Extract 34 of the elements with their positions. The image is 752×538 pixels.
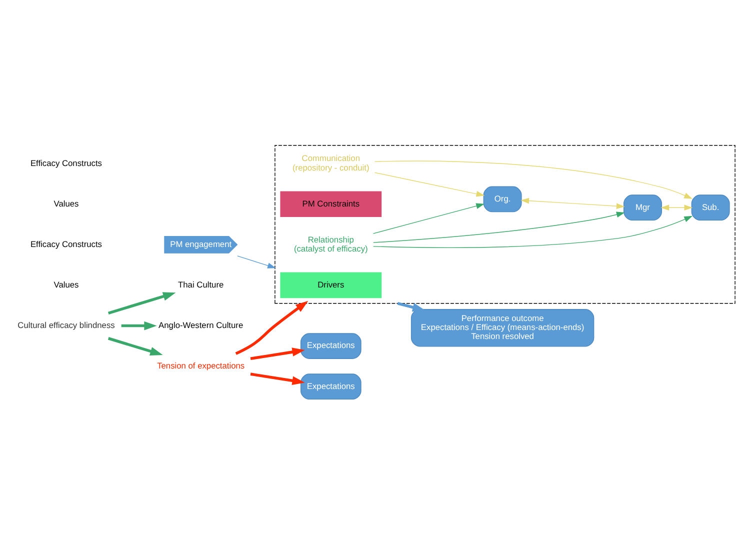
node-text: Cultural efficacy blindness: [18, 319, 115, 330]
arrow: [660, 204, 693, 210]
arrow: [397, 302, 426, 312]
arrow: [250, 372, 305, 385]
node-box: Mgr: [624, 194, 662, 220]
node-text: Efficacy Constructs: [30, 238, 102, 248]
arrow: [237, 255, 276, 268]
node-text: Efficacy Constructs: [30, 157, 102, 168]
arrow: [250, 347, 305, 360]
node-box: PM Constraints: [280, 190, 382, 217]
arrow: [373, 211, 625, 242]
arrow: [372, 215, 693, 248]
arrow: [121, 320, 157, 330]
node-text: Communication (repository - conduit): [292, 152, 370, 172]
node-box: Performance outcome Expectations / Efficacy (means-action-ends) Tension resolved: [410, 308, 594, 346]
cluster: [274, 144, 736, 304]
arrow: [235, 300, 308, 354]
arrow: [374, 160, 692, 198]
node-box: Expectations: [300, 332, 362, 358]
node-box: Drivers: [280, 272, 382, 298]
node-box: Expectations: [300, 373, 362, 400]
node-box: Sub.: [691, 194, 730, 220]
arrow: [108, 292, 176, 314]
node-text: Values: [54, 278, 79, 289]
node-text: Thai Culture: [178, 278, 224, 289]
arrow: [372, 202, 485, 234]
arrow: [108, 336, 163, 356]
node-text: Anglo-Western Culture: [158, 319, 244, 330]
arrow: [374, 172, 485, 196]
node-text: Relationship (catalyst of efficacy): [294, 234, 368, 253]
node-box: Org.: [483, 186, 522, 212]
arrow: [520, 197, 625, 208]
node-text: Tension of expectations: [157, 360, 245, 370]
node-text: Values: [54, 198, 79, 208]
